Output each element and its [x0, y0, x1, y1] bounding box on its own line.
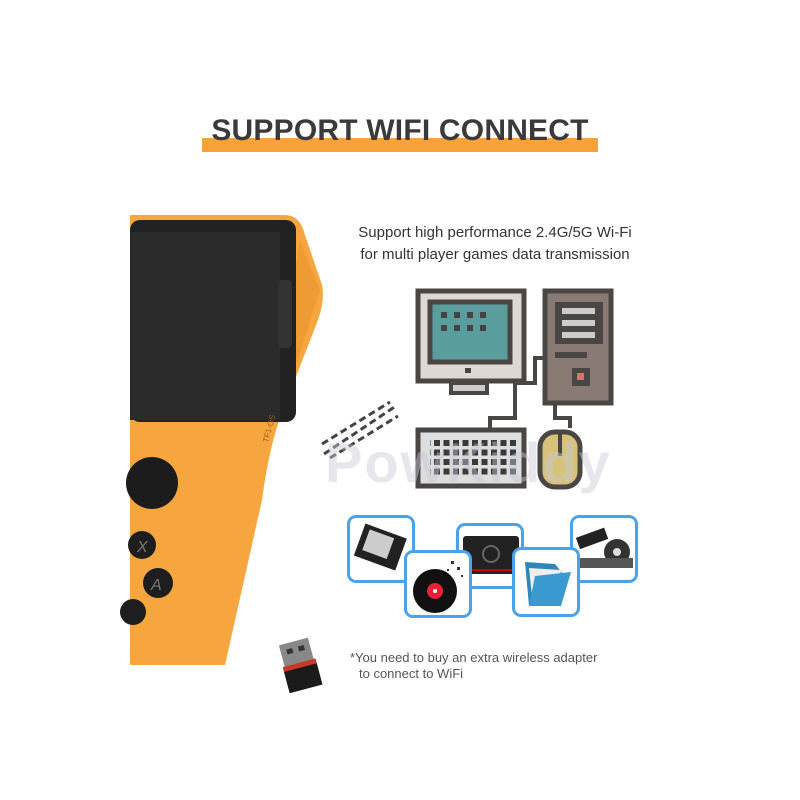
- folder-icon: [512, 547, 580, 617]
- film-reel-icon: [570, 515, 638, 583]
- page-title: SUPPORT WIFI CONNECT: [211, 114, 589, 147]
- description-line-1: Support high performance 2.4G/5G Wi-Fi: [358, 224, 632, 241]
- wireless-signal-icon: [321, 400, 399, 460]
- feature-description: Support high performance 2.4G/5G Wi-Fi f…: [330, 222, 660, 266]
- joystick: [126, 457, 178, 509]
- note-line-1: *You need to buy an extra wireless adapt…: [350, 650, 598, 665]
- description-line-2: for multi player games data transmission: [360, 246, 630, 263]
- usb-wifi-adapter-icon: [278, 637, 323, 694]
- note-line-2: to connect to WiFi: [359, 666, 464, 681]
- vinyl-record-icon: [404, 550, 472, 618]
- adapter-note: *You need to buy an extra wireless adapt…: [350, 650, 597, 682]
- x-button: X: [136, 539, 149, 556]
- ebook-reader-icon: [347, 515, 415, 583]
- desktop-computer-icon: [415, 288, 614, 490]
- title-underline: [202, 138, 598, 152]
- handheld-console: TF1-OS X A: [120, 215, 323, 665]
- shoulder-button: [278, 280, 292, 348]
- a-button: A: [150, 577, 162, 594]
